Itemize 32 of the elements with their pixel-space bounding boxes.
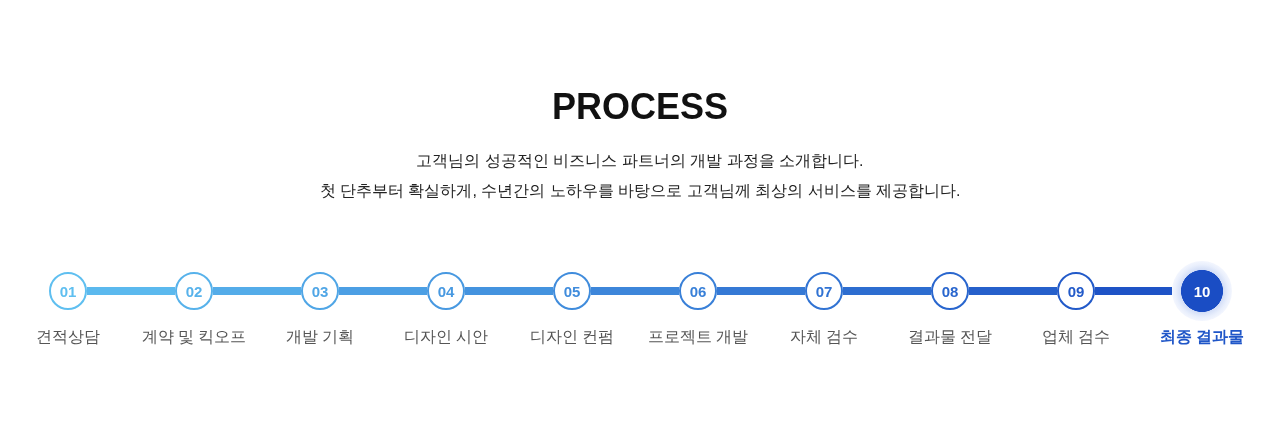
step-label: 최종 결과물 bbox=[1159, 327, 1245, 347]
connector-line bbox=[969, 287, 1057, 295]
connector-line bbox=[213, 287, 301, 295]
step-label: 개발 기획 bbox=[285, 327, 355, 347]
step-circle: 01 bbox=[49, 272, 87, 310]
heading: PROCESS bbox=[552, 85, 728, 129]
connector-line bbox=[339, 287, 427, 295]
step-label: 프로젝트 개발 bbox=[647, 327, 749, 347]
step-circle: 05 bbox=[553, 272, 591, 310]
connector-line bbox=[1095, 287, 1172, 295]
step-label: 디자인 컨펌 bbox=[529, 327, 615, 347]
connector-line bbox=[717, 287, 805, 295]
step-circle: 07 bbox=[805, 272, 843, 310]
step-label: 견적상담 bbox=[36, 327, 100, 347]
step-label: 디자인 시안 bbox=[403, 327, 489, 347]
step-circle: 09 bbox=[1057, 272, 1095, 310]
connector-line bbox=[591, 287, 679, 295]
step-label: 업체 검수 bbox=[1041, 327, 1111, 347]
connector-line bbox=[465, 287, 553, 295]
step-circle: 08 bbox=[931, 272, 969, 310]
step-label: 자체 검수 bbox=[789, 327, 859, 347]
step-circle: 06 bbox=[679, 272, 717, 310]
connector-line bbox=[843, 287, 931, 295]
intro-text: 고객님의 성공적인 비즈니스 파트너의 개발 과정을 소개합니다. bbox=[416, 151, 864, 171]
step-circle: 10 bbox=[1172, 261, 1232, 321]
step-label: 결과물 전달 bbox=[907, 327, 993, 347]
step-circle: 03 bbox=[301, 272, 339, 310]
intro-text: 첫 단추부터 확실하게, 수년간의 노하우를 바탕으로 고객님께 최상의 서비스를 제공합니다. bbox=[319, 181, 961, 201]
step-label: 계약 및 킥오프 bbox=[141, 327, 247, 347]
connector-line bbox=[87, 287, 175, 295]
step-circle: 04 bbox=[427, 272, 465, 310]
step-circle: 02 bbox=[175, 272, 213, 310]
